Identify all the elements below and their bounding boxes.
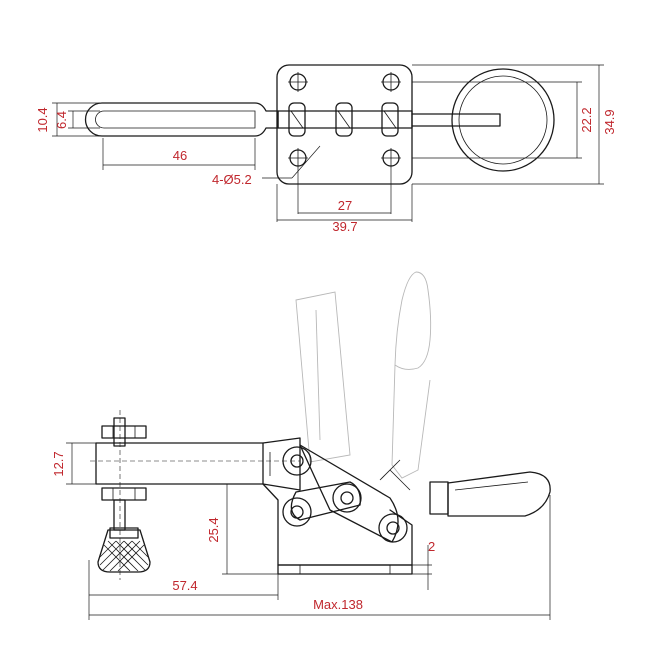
- cap-collar: [109, 527, 139, 539]
- top-view: 10.4 6.4 46 4-Ø5.2 27 39.7 22.2 34.9: [35, 64, 617, 234]
- pivot-pin: [381, 102, 399, 137]
- pivot-inner: [340, 491, 354, 505]
- dim-inner-height: 6.4: [54, 111, 69, 129]
- spindle-arm: [411, 113, 501, 127]
- pivot-pin: [335, 102, 353, 137]
- handle-link: [299, 444, 399, 543]
- dim-base-width: 39.7: [332, 219, 357, 234]
- pivot-inner: [290, 505, 304, 519]
- spindle-top: [113, 417, 126, 447]
- dim-hole-spacing: 27: [338, 198, 352, 213]
- dim-arm-height: 12.7: [51, 451, 66, 476]
- spindle-pad: [451, 68, 555, 172]
- dim-hole-vertical: 22.2: [579, 107, 594, 132]
- dim-handle-length: 46: [173, 148, 187, 163]
- lower-nut: [101, 487, 147, 501]
- handle-bar: [84, 102, 279, 137]
- pivot: [378, 513, 408, 543]
- lower-link: [290, 481, 361, 521]
- clamp-arm: [95, 442, 264, 485]
- dim-overall-height: 10.4: [35, 107, 50, 132]
- dim-reach: 57.4: [172, 578, 197, 593]
- dim-spindle-height: 25.4: [206, 517, 221, 542]
- pivot: [332, 483, 362, 513]
- dim-max-length: Max.138: [313, 597, 363, 612]
- base-foot: [277, 564, 413, 575]
- pivot-inner: [386, 521, 400, 535]
- clamp-body: [262, 483, 413, 566]
- dim-total-height: 34.9: [602, 109, 617, 134]
- linkage-band: [277, 110, 413, 129]
- top-nut: [101, 425, 147, 439]
- pivot: [282, 497, 312, 527]
- arm-web: [262, 437, 301, 491]
- cap-knurl: [99, 540, 149, 572]
- handle-inner: [95, 110, 256, 129]
- ghost-arm: [295, 291, 351, 463]
- spindle-pad-inner: [458, 75, 548, 165]
- spindle-rod: [113, 499, 126, 531]
- handle-collar: [429, 481, 449, 515]
- handle-grip: [447, 471, 551, 517]
- ghost-handle: [394, 271, 432, 370]
- spindle-cap: [97, 529, 151, 573]
- dim-holes: 4-Ø5.2: [212, 172, 252, 187]
- pivot-pin: [288, 102, 306, 137]
- dim-base-offset: 2: [428, 539, 435, 554]
- side-view: 12.7 25.4 2 57.4 Max.138: [51, 271, 551, 620]
